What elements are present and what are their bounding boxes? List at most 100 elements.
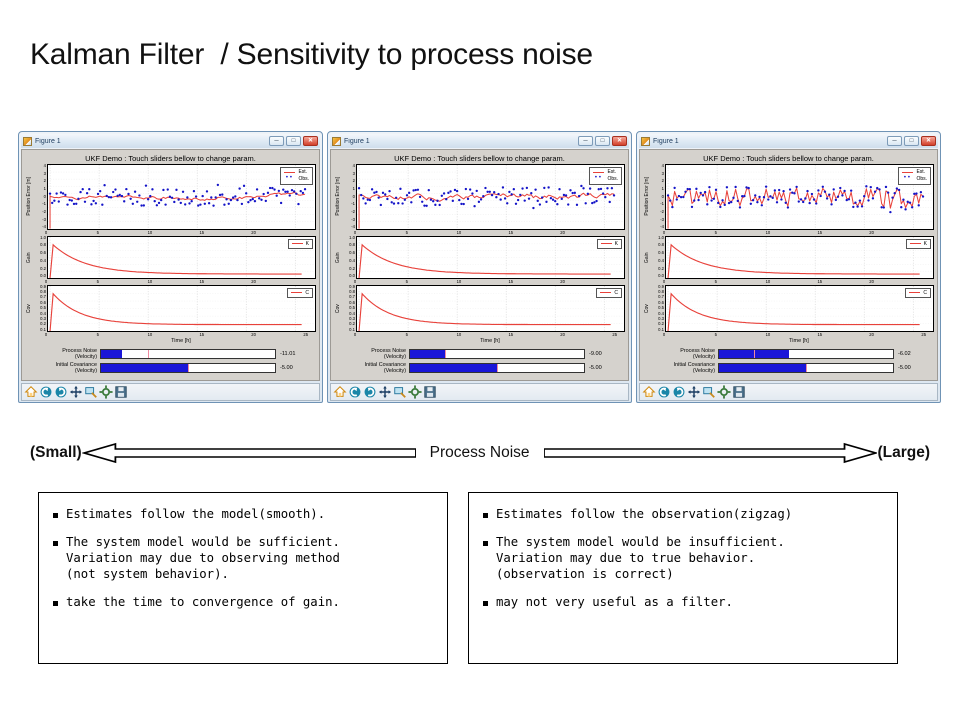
configure-subplots-icon[interactable] — [717, 385, 731, 399]
slider-initial-covariance[interactable]: Initial Covariance(Velocity)-5.00 — [27, 362, 314, 375]
gain-axes: K — [665, 235, 934, 279]
forward-arrow-icon[interactable] — [672, 385, 686, 399]
zoom-rect-icon[interactable] — [84, 385, 98, 399]
page-title: Kalman Filter / Sensitivity to process n… — [30, 38, 593, 71]
legend-label-obs: Obs. — [298, 175, 309, 182]
legend-label-obs: Obs. — [607, 175, 618, 182]
slider-label-line1: Initial Covariance — [364, 362, 406, 369]
slider-process-noise[interactable]: Process Noise(Velocity)-9.00 — [336, 348, 623, 361]
home-icon[interactable] — [333, 385, 347, 399]
close-button[interactable]: ✕ — [303, 136, 318, 146]
gain-legend: K — [905, 238, 931, 249]
slider-track[interactable] — [409, 363, 585, 374]
slider-value: -11.01 — [280, 351, 296, 358]
maximize-button[interactable]: □ — [286, 136, 301, 146]
matplotlib-toolbar[interactable] — [21, 382, 320, 401]
close-button[interactable]: ✕ — [921, 136, 936, 146]
slider-label-line2: (Velocity) — [383, 354, 406, 361]
figure-window-3[interactable]: Figure 1─□✕ UKF Demo : Touch sliders bell… — [636, 131, 941, 403]
legend-label-k: K — [923, 240, 927, 247]
figure-window-2[interactable]: Figure 1─□✕UKF Demo : Touch sliders bell… — [327, 131, 632, 403]
window-titlebar[interactable]: Figure 1─□✕ — [21, 134, 320, 148]
slider-track[interactable] — [718, 363, 894, 374]
slider-track[interactable] — [100, 349, 276, 360]
slider-track[interactable] — [409, 349, 585, 360]
slider-tick-marker — [444, 350, 446, 359]
slider-label-line2: (Velocity) — [74, 368, 97, 375]
close-button[interactable]: ✕ — [612, 136, 627, 146]
cov-legend: C — [905, 287, 931, 298]
back-arrow-icon[interactable] — [657, 385, 671, 399]
note-item: may not very useful as a filter. — [479, 595, 887, 611]
process-noise-scale-row: (Small) Process Noise (Large) — [30, 432, 930, 474]
matplotlib-toolbar[interactable] — [639, 382, 938, 401]
matplotlib-toolbar[interactable] — [330, 382, 629, 401]
note-item: take the time to convergence of gain. — [49, 595, 437, 611]
window-titlebar[interactable]: Figure 1─□✕ — [330, 134, 629, 148]
save-disk-icon[interactable] — [114, 385, 128, 399]
slider-tick-marker — [188, 364, 189, 373]
forward-arrow-icon[interactable] — [54, 385, 68, 399]
slider-initial-covariance[interactable]: Initial Covariance(Velocity)-5.00 — [645, 362, 932, 374]
save-disk-icon[interactable] — [423, 385, 437, 399]
window-titlebar[interactable]: Figure 1─□✕ — [639, 134, 938, 148]
figure-window-1[interactable]: Figure 1─□✕ UKF Demo : Touch sliders bell… — [18, 131, 323, 403]
slider-label-line1: Initial Covariance — [673, 362, 715, 369]
slider-value: -6.02 — [898, 351, 911, 358]
zoom-rect-icon[interactable] — [393, 385, 407, 399]
configure-subplots-icon[interactable] — [408, 385, 422, 399]
maximize-button[interactable]: □ — [904, 136, 919, 146]
legend-line-c — [600, 292, 612, 294]
forward-arrow-icon[interactable] — [363, 385, 377, 399]
cov-ylabel: Cov — [335, 303, 341, 313]
left-arrow-icon — [81, 442, 416, 464]
maximize-button[interactable]: □ — [595, 136, 610, 146]
pan-move-icon[interactable] — [378, 385, 392, 399]
cov-legend: C — [287, 287, 313, 298]
back-arrow-icon[interactable] — [39, 385, 53, 399]
configure-subplots-icon[interactable] — [99, 385, 113, 399]
pan-move-icon[interactable] — [687, 385, 701, 399]
notes-box-large-noise: Estimates follow the observation(zigzag)… — [468, 492, 898, 664]
slider-process-noise[interactable]: Process Noise(Velocity)-6.02 — [645, 348, 932, 360]
position-error-ylabel: Position Error [m] — [644, 177, 650, 217]
home-icon[interactable] — [642, 385, 656, 399]
position-error-legend: Est.••Obs. — [280, 167, 313, 185]
position-error-legend: Est.••Obs. — [898, 167, 931, 185]
legend-line-c — [291, 292, 303, 294]
legend-line-est — [284, 171, 296, 173]
notes-row: Estimates follow the model(smooth).The s… — [38, 492, 922, 664]
minimize-button[interactable]: ─ — [578, 136, 593, 146]
slider-process-noise[interactable]: Process Noise(Velocity)-11.01 — [27, 348, 314, 360]
save-disk-icon[interactable] — [732, 385, 746, 399]
slider-track[interactable] — [718, 349, 894, 360]
chart-title: UKF Demo : Touch sliders bellow to chang… — [703, 154, 874, 163]
figure-windows-row: Figure 1─□✕ UKF Demo : Touch sliders bell… — [18, 131, 942, 403]
slider-track[interactable] — [100, 363, 276, 374]
time-xlabel: Time [h] — [789, 337, 809, 344]
pan-move-icon[interactable] — [69, 385, 83, 399]
slider-initial-covariance[interactable]: Initial Covariance(Velocity)-5.00 — [336, 362, 623, 374]
zoom-rect-icon[interactable] — [702, 385, 716, 399]
home-icon[interactable] — [24, 385, 38, 399]
legend-line-k — [600, 243, 612, 245]
minimize-button[interactable]: ─ — [269, 136, 284, 146]
minimize-button[interactable]: ─ — [887, 136, 902, 146]
chart-title: UKF Demo : Touch sliders bellow to chang… — [85, 154, 256, 163]
note-text: Estimates follow the model(smooth). — [66, 507, 326, 521]
back-arrow-icon[interactable] — [348, 385, 362, 399]
